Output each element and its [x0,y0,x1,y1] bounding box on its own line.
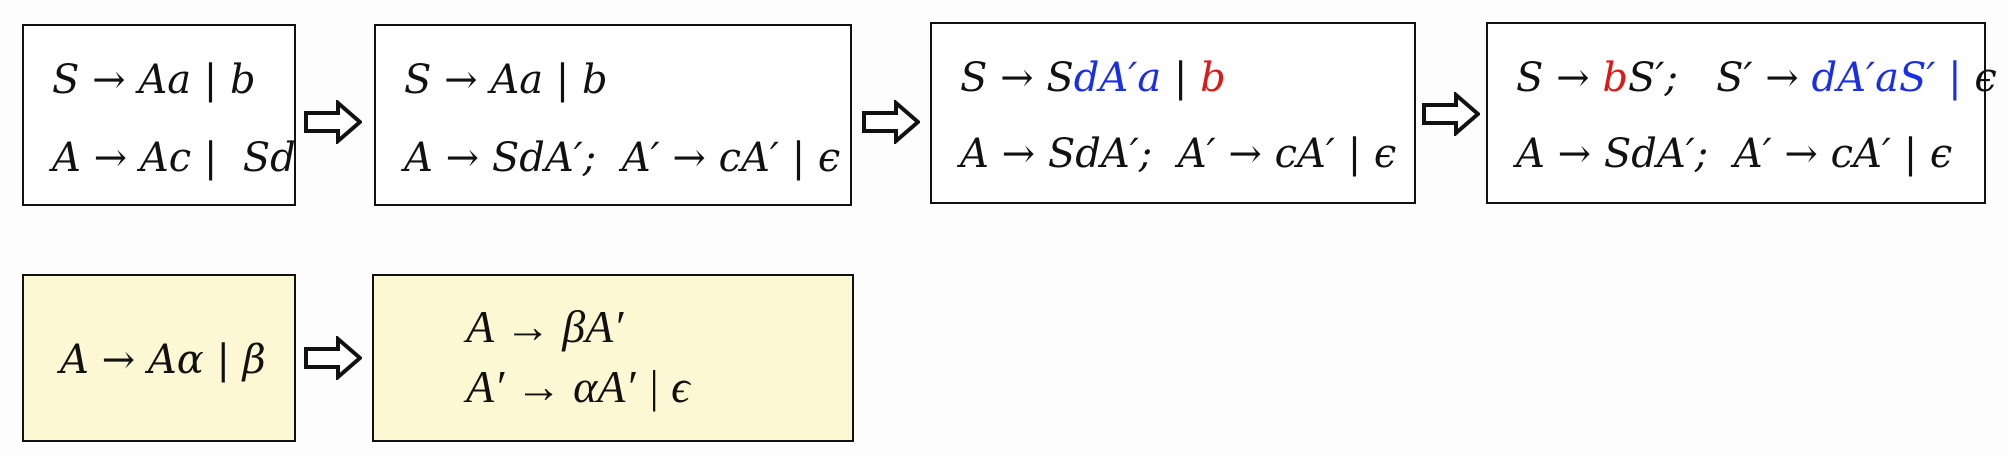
rule-box-rewritten: A → βA′ A′ → αA′ | ϵ [372,274,854,442]
grammar-box-step1: S → Aa | b A → SdA′; A′ → cA′ | ϵ [374,24,852,206]
grammar-segment-text: S → S [960,55,1074,101]
grammar-line: A → SdA′; A′ → cA′ | ϵ [1516,134,1952,174]
grammar-segment-red: b [1602,55,1628,101]
grammar-segment-text: ϵ [1961,55,1997,101]
grammar-line: A → SdA′; A′ → cA′ | ϵ [404,138,840,178]
hollow-right-arrow-icon [304,98,364,148]
hollow-right-arrow-icon [862,98,922,148]
rule-line: A → Aα | β [60,337,266,383]
grammar-segment-text: S → Aa | b [52,57,256,103]
grammar-segment-text: A → SdA′; A′ → cA′ | ϵ [1516,131,1953,177]
rule-line: A′ → αA′ | ϵ [466,361,690,412]
grammar-segment-text: S′; S′ → [1627,55,1812,101]
grammar-line: S → Aa | b [404,60,608,100]
grammar-box-final: S → bS′; S′ → dA′aS′ | ϵ A → SdA′; A′ → … [1486,22,1997,204]
grammar-segment-blue: dA′a [1073,55,1162,101]
grammar-segment-text: S → [1516,55,1603,101]
grammar-line: S → bS′; S′ → dA′aS′ | ϵ [1516,58,1997,98]
hollow-right-arrow-icon [1422,90,1482,140]
grammar-segment-text: S → Aa | b [404,57,608,103]
grammar-line: A → SdA′; A′ → cA′ | ϵ [960,134,1396,174]
grammar-segment-text: A → SdA′; A′ → cA′ | ϵ [404,135,841,181]
grammar-segment-text: | [1161,55,1201,101]
grammar-segment-red: b [1200,55,1226,101]
grammar-segment-text: A → Ac | Sd [52,135,296,181]
grammar-line: S → SdA′a | b [960,58,1226,98]
grammar-segment-blue: dA′aS′ | [1811,55,1962,101]
grammar-line: S → Aa | b [52,60,256,100]
grammar-segment-text: A → SdA′; A′ → cA′ | ϵ [960,131,1397,177]
rule-box-left-recursive: A → Aα | β [22,274,296,442]
rule-line: A → βA′ [466,301,624,352]
hollow-right-arrow-icon [304,334,364,384]
grammar-box-original: S → Aa | b A → Ac | Sd [22,24,296,206]
grammar-box-step2: S → SdA′a | b A → SdA′; A′ → cA′ | ϵ [930,22,1416,204]
grammar-line: A → Ac | Sd [52,138,296,178]
